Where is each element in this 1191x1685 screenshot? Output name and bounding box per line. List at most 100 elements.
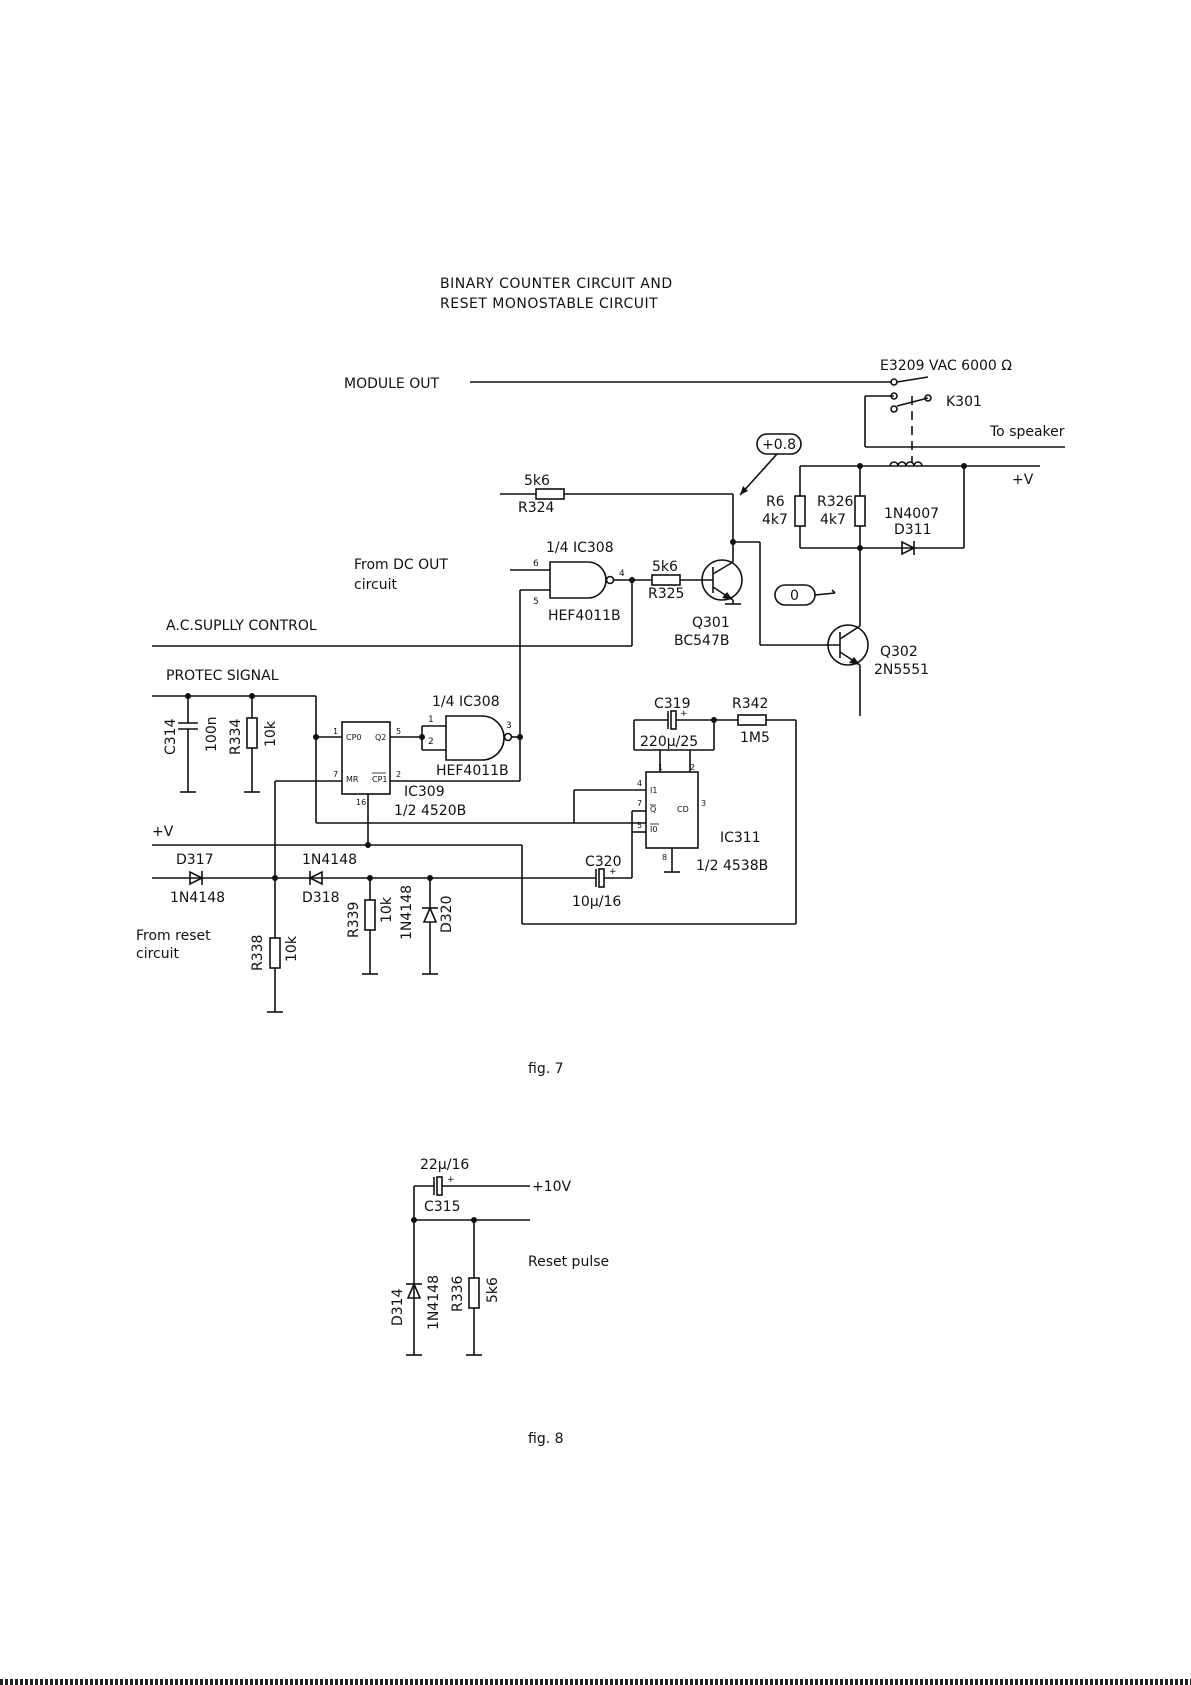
r334-ref: R334 bbox=[228, 718, 244, 755]
gate1-ref: 1/4 IC308 bbox=[546, 540, 614, 556]
gate1-part: HEF4011B bbox=[548, 608, 621, 624]
ic309-pin-mr: MR bbox=[346, 775, 359, 784]
gate1-pin-6: 6 bbox=[533, 559, 539, 569]
r326-value: 4k7 bbox=[820, 512, 846, 528]
d317-ref: D317 bbox=[176, 852, 214, 868]
relay-header-label: E3209 VAC 6000 Ω bbox=[880, 358, 1012, 374]
gate1-pin-5: 5 bbox=[533, 597, 539, 607]
from-dc-out-line1: From DC OUT bbox=[354, 557, 448, 573]
ic309-pin-q2: Q2 bbox=[375, 733, 386, 742]
r325-value: 5k6 bbox=[652, 559, 678, 575]
fig8-caption: fig. 8 bbox=[528, 1431, 564, 1447]
ic309-n16: 16 bbox=[356, 798, 366, 807]
ic311-n4: 4 bbox=[637, 779, 642, 788]
ic311-pin-i1: I1 bbox=[650, 786, 657, 795]
ic311-ref: IC311 bbox=[720, 830, 761, 846]
r342-ref: R342 bbox=[732, 696, 768, 712]
svg-text:+: + bbox=[447, 1175, 455, 1185]
r338-ref: R338 bbox=[250, 935, 266, 971]
ic309-n2: 2 bbox=[396, 770, 401, 779]
r338-value: 10k bbox=[284, 935, 300, 962]
r6-value: 4k7 bbox=[762, 512, 788, 528]
bottom-perforation-strip bbox=[0, 1679, 1191, 1685]
r325-ref: R325 bbox=[648, 586, 684, 602]
protec-signal-label: PROTEC SIGNAL bbox=[166, 668, 279, 684]
r334-value: 10k bbox=[263, 720, 279, 747]
fig8-schematic: 22μ/16 + +10V C315 Reset pulse D314 1N41… bbox=[390, 1157, 609, 1447]
d320-part: 1N4148 bbox=[399, 885, 415, 940]
ic311-pin-q: Q bbox=[650, 805, 656, 814]
gate2-part: HEF4011B bbox=[436, 763, 509, 779]
ic309-pin-cp1: CP1 bbox=[372, 775, 388, 784]
ic309-n7: 7 bbox=[333, 770, 338, 779]
r336-value: 5k6 bbox=[485, 1277, 501, 1303]
q302-ref: Q302 bbox=[880, 644, 918, 660]
to-speaker-label: To speaker bbox=[989, 424, 1065, 440]
d311-ref: D311 bbox=[894, 522, 932, 538]
r342-value: 1M5 bbox=[740, 730, 770, 746]
ic309-n5: 5 bbox=[396, 727, 401, 736]
fig7-schematic: MODULE OUT E3209 VAC 6000 Ω K301 To spea… bbox=[136, 358, 1065, 1077]
ic311-pin-i0: I0 bbox=[650, 825, 657, 834]
r6-ref: R6 bbox=[766, 494, 785, 510]
q301-ref: Q301 bbox=[692, 615, 730, 631]
ic311-part: 1/2 4538B bbox=[696, 858, 768, 874]
d314-part: 1N4148 bbox=[426, 1275, 442, 1330]
r324-ref: R324 bbox=[518, 500, 555, 516]
title-line-1: BINARY COUNTER CIRCUIT AND bbox=[440, 276, 673, 292]
gate2-pin-3: 3 bbox=[506, 721, 512, 731]
r326-ref: R326 bbox=[817, 494, 854, 510]
d318-ref: D318 bbox=[302, 890, 340, 906]
ic311-n7: 7 bbox=[637, 799, 642, 808]
q301-part: BC547B bbox=[674, 633, 729, 649]
c315-value: 22μ/16 bbox=[420, 1157, 469, 1173]
r336-ref: R336 bbox=[450, 1275, 466, 1312]
c320-value: 10μ/16 bbox=[572, 894, 621, 910]
fig7-caption: fig. 7 bbox=[528, 1061, 564, 1077]
d314-ref: D314 bbox=[390, 1288, 406, 1326]
ic311-pin-cd: CD bbox=[677, 805, 689, 814]
ic309-n1: 1 bbox=[333, 727, 338, 736]
gate1-pin-4: 4 bbox=[619, 569, 625, 579]
ic311-n8: 8 bbox=[662, 853, 667, 862]
plus-v-label: +V bbox=[152, 824, 174, 840]
c314-value: 100n bbox=[204, 716, 220, 752]
ic311-n3: 3 bbox=[701, 799, 706, 808]
d320-ref: D320 bbox=[439, 895, 455, 933]
r324-value: 5k6 bbox=[524, 473, 550, 489]
q302-part: 2N5551 bbox=[874, 662, 929, 678]
tp-voltage-label: +0.8 bbox=[762, 437, 796, 453]
ac-supply-label: A.C.SUPLLY CONTROL bbox=[166, 618, 317, 634]
c319-value: 220μ/25 bbox=[640, 734, 698, 750]
svg-text:+: + bbox=[609, 867, 617, 877]
c315-ref: C315 bbox=[424, 1199, 461, 1215]
from-dc-out-line2: circuit bbox=[354, 577, 397, 593]
svg-text:+: + bbox=[680, 709, 688, 719]
r339-value: 10k bbox=[379, 896, 395, 923]
module-out-label: MODULE OUT bbox=[344, 376, 439, 392]
c319-ref: C319 bbox=[654, 696, 691, 712]
tp-zero-label: 0 bbox=[790, 588, 799, 604]
ic311-n2: 2 bbox=[690, 763, 695, 772]
d318-part: 1N4148 bbox=[302, 852, 357, 868]
d311-part: 1N4007 bbox=[884, 506, 939, 522]
r339-ref: R339 bbox=[346, 902, 362, 938]
gate2-ref: 1/4 IC308 bbox=[432, 694, 500, 710]
ic309-pin-cp0: CP0 bbox=[346, 733, 362, 742]
gate2-pin-2: 2 bbox=[428, 737, 434, 747]
reset-pulse-label: Reset pulse bbox=[528, 1254, 609, 1270]
from-reset-line1: From reset bbox=[136, 928, 211, 944]
ic309-part: 1/2 4520B bbox=[394, 803, 466, 819]
title-line-2: RESET MONOSTABLE CIRCUIT bbox=[440, 296, 658, 312]
ic311-n5: 5 bbox=[637, 821, 642, 830]
plus-v-top-label: +V bbox=[1012, 472, 1034, 488]
ic309-ref: IC309 bbox=[404, 784, 445, 800]
from-reset-line2: circuit bbox=[136, 946, 179, 962]
k301-label: K301 bbox=[946, 394, 982, 410]
c320-ref: C320 bbox=[585, 854, 622, 870]
d317-part: 1N4148 bbox=[170, 890, 225, 906]
c314-ref: C314 bbox=[163, 718, 179, 755]
plus10v-label: +10V bbox=[532, 1179, 572, 1195]
gate2-pin-1: 1 bbox=[428, 715, 434, 725]
